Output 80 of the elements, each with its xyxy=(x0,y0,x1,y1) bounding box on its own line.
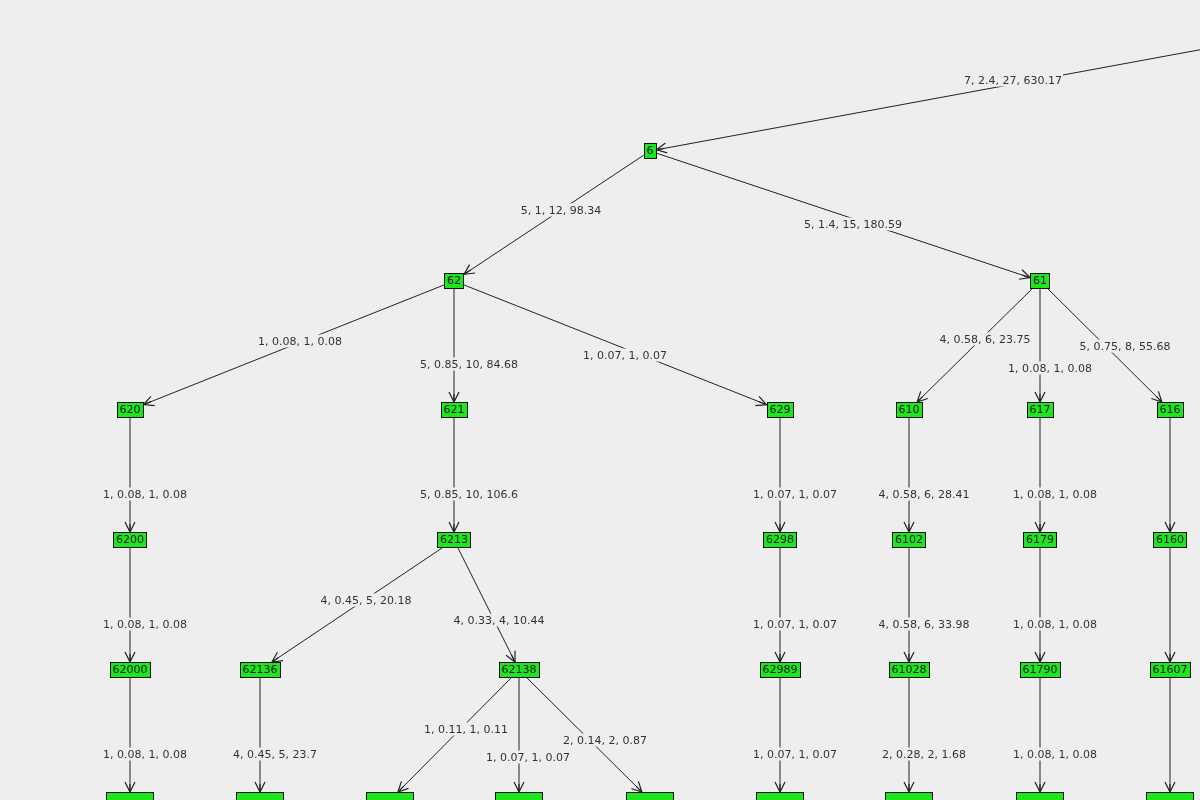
edge-label: 5, 0.85, 10, 106.6 xyxy=(419,487,519,501)
edge-label: 4, 0.45, 5, 20.18 xyxy=(319,593,413,607)
edge-label: 4, 0.33, 4, 10.44 xyxy=(452,613,546,627)
arrow xyxy=(254,677,266,793)
tree-node-box: 62 xyxy=(444,273,464,289)
tree-node-box: 616 xyxy=(1156,402,1184,418)
edge-label: 1, 0.07, 1, 0.07 xyxy=(582,348,668,362)
tree-node-box: 62989 xyxy=(759,662,801,678)
tree-node-box: 61607 xyxy=(1149,662,1191,678)
edge-label: 1, 0.08, 1, 0.08 xyxy=(1007,361,1093,375)
edge-label: 1, 0.08, 1, 0.08 xyxy=(1012,487,1098,501)
arrow xyxy=(1034,547,1046,663)
edge-label: 1, 0.11, 1, 0.11 xyxy=(423,722,509,736)
tree-node-box: 6160 xyxy=(1153,532,1187,548)
arrow xyxy=(774,677,786,793)
arrow xyxy=(1034,417,1046,533)
edge-label: 1, 0.08, 1, 0.08 xyxy=(102,487,188,501)
arrow xyxy=(463,284,768,407)
arrow xyxy=(124,677,136,793)
arrow xyxy=(526,677,643,793)
arrow xyxy=(1034,288,1046,403)
edge-label: 2, 0.28, 2, 1.68 xyxy=(881,747,967,761)
tree-node-box: 6102 xyxy=(892,532,926,548)
arrow xyxy=(448,288,460,403)
arrow xyxy=(124,547,136,663)
tree-node-box: 62000 xyxy=(109,662,151,678)
edge-label: 1, 0.07, 1, 0.07 xyxy=(485,750,571,764)
tree-node-box: 621 xyxy=(440,402,468,418)
arrow xyxy=(448,417,460,533)
arrow xyxy=(1047,288,1163,403)
edge-label: 5, 0.85, 10, 84.68 xyxy=(419,357,519,371)
edge-label: 4, 0.58, 6, 28.41 xyxy=(877,487,971,501)
arrow xyxy=(1164,677,1176,793)
edge-label: 4, 0.45, 5, 23.7 xyxy=(232,747,318,761)
arrow xyxy=(903,417,915,533)
arrow xyxy=(1034,677,1046,793)
tree-node-box: 61790 xyxy=(1019,662,1061,678)
arrow xyxy=(903,677,915,793)
edge-label: 5, 1.4, 15, 180.59 xyxy=(803,217,903,231)
arrow xyxy=(513,677,525,793)
edge-label: 5, 0.75, 8, 55.68 xyxy=(1078,339,1172,353)
tree-node-box: 617 xyxy=(1026,402,1054,418)
arrow xyxy=(916,288,1033,403)
tree-node-box: 61 xyxy=(1030,273,1050,289)
arrow xyxy=(1164,547,1176,663)
edge-label: 4, 0.58, 6, 33.98 xyxy=(877,617,971,631)
edge-label: 7, 2.4, 27, 630.17 xyxy=(963,73,1063,87)
edge-label: 1, 0.08, 1, 0.08 xyxy=(257,334,343,348)
tree-node-box: 62138 xyxy=(498,662,540,678)
arrow xyxy=(656,152,1031,280)
tree-node-box: 6298 xyxy=(763,532,797,548)
arrow xyxy=(457,547,516,663)
arrow xyxy=(903,547,915,663)
arrow xyxy=(774,417,786,533)
edge-label: 1, 0.08, 1, 0.08 xyxy=(1012,617,1098,631)
tree-node-box: 6213 xyxy=(437,532,471,548)
arrow xyxy=(1164,417,1176,533)
edge-label: 4, 0.58, 6, 23.75 xyxy=(938,332,1032,346)
arrow xyxy=(142,284,445,407)
edge-label: 1, 0.08, 1, 0.08 xyxy=(102,747,188,761)
arrow xyxy=(774,547,786,663)
tree-node-box: 610 xyxy=(895,402,923,418)
tree-node-box: 629 xyxy=(766,402,794,418)
tree-node-box: 62136 xyxy=(239,662,281,678)
tree-node-box: 620 xyxy=(116,402,144,418)
tree-node-box: 6200 xyxy=(113,532,147,548)
arrow xyxy=(397,677,512,793)
edge-label: 1, 0.07, 1, 0.07 xyxy=(752,747,838,761)
edge-label: 1, 0.07, 1, 0.07 xyxy=(752,487,838,501)
edge-label: 1, 0.07, 1, 0.07 xyxy=(752,617,838,631)
tree-node-box: 61028 xyxy=(888,662,930,678)
edge-label: 1, 0.08, 1, 0.08 xyxy=(102,617,188,631)
arrow xyxy=(124,417,136,533)
tree-node-box: 6 xyxy=(643,143,657,159)
arrow xyxy=(271,547,443,663)
edge-label: 2, 0.14, 2, 0.87 xyxy=(562,733,648,747)
tree-node-box: 6179 xyxy=(1023,532,1057,548)
arrow xyxy=(463,154,644,275)
edge-label: 5, 1, 12, 98.34 xyxy=(519,203,603,217)
edge-label: 1, 0.08, 1, 0.08 xyxy=(1012,747,1098,761)
